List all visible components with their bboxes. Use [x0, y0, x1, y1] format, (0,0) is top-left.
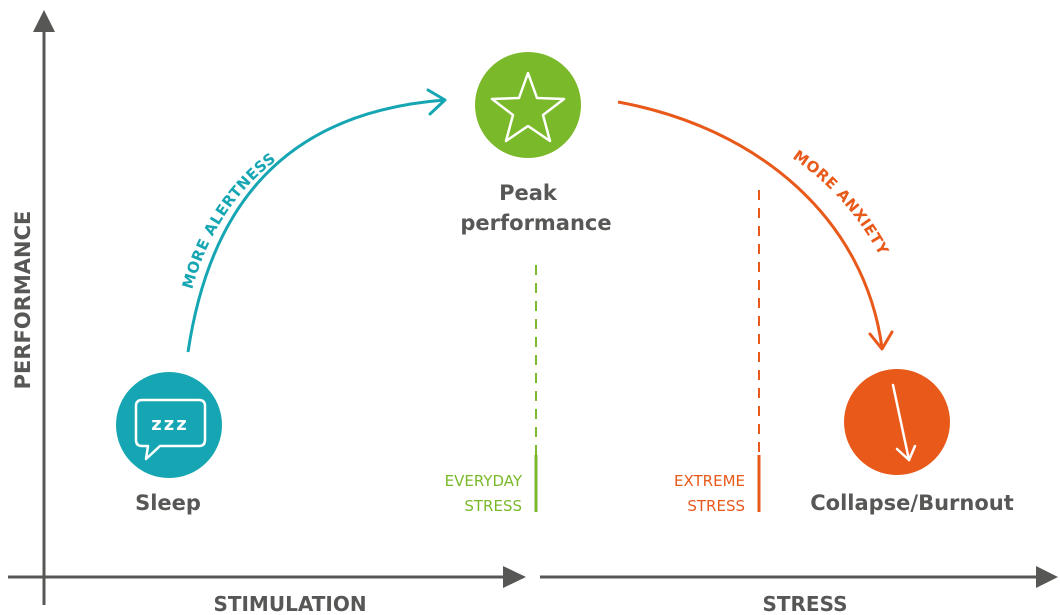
- collapse-circle: [844, 369, 950, 475]
- star-icon: [490, 71, 566, 143]
- extreme-stress-label-line1: EXTREME: [674, 472, 745, 490]
- everyday-stress-label-line2: STRESS: [464, 497, 522, 515]
- extreme-stress-marker: EXTREME STRESS: [674, 190, 761, 515]
- sleep-circle: [116, 372, 222, 478]
- x-axis-stimulation-arrowhead: [503, 566, 526, 588]
- peak-label-line2: performance: [460, 211, 611, 235]
- x-axis-label-stress: STRESS: [762, 592, 847, 615]
- everyday-stress-label-line1: EVERYDAY: [445, 472, 523, 490]
- down-arrow-icon: [891, 383, 917, 462]
- y-axis: [33, 10, 55, 605]
- peak-label-line1: Peak: [499, 181, 558, 205]
- x-axis-stress: [540, 566, 1058, 588]
- y-axis-label: PERFORMANCE: [11, 211, 35, 390]
- everyday-stress-marker: EVERYDAY STRESS: [445, 265, 538, 515]
- alertness-label-text: MORE ALERTNESS: [179, 149, 279, 291]
- alertness-arrowhead: [426, 88, 447, 116]
- sleep-icon-text: zzz: [151, 414, 188, 435]
- speech-bubble-icon: zzz: [134, 398, 207, 461]
- sleep-node: zzz Sleep: [116, 372, 222, 515]
- anxiety-label-text: MORE ANXIETY: [790, 146, 892, 258]
- peak-circle: [475, 52, 581, 158]
- x-axis-stimulation: [8, 566, 526, 588]
- anxiety-curve: [617, 100, 894, 351]
- collapse-node: Collapse/Burnout: [810, 369, 1014, 515]
- x-axis-stress-arrowhead: [1036, 566, 1058, 588]
- alertness-curve: [186, 88, 447, 353]
- anxiety-label: MORE ANXIETY: [790, 146, 893, 258]
- peak-node: Peak performance: [460, 52, 612, 235]
- collapse-label: Collapse/Burnout: [810, 491, 1014, 515]
- anxiety-arrowhead: [868, 330, 894, 351]
- sleep-label: Sleep: [135, 491, 201, 515]
- x-axis-label-stimulation: STIMULATION: [213, 592, 366, 615]
- extreme-stress-label-line2: STRESS: [687, 497, 745, 515]
- alertness-label: MORE ALERTNESS: [179, 149, 280, 291]
- y-axis-arrowhead: [33, 10, 55, 32]
